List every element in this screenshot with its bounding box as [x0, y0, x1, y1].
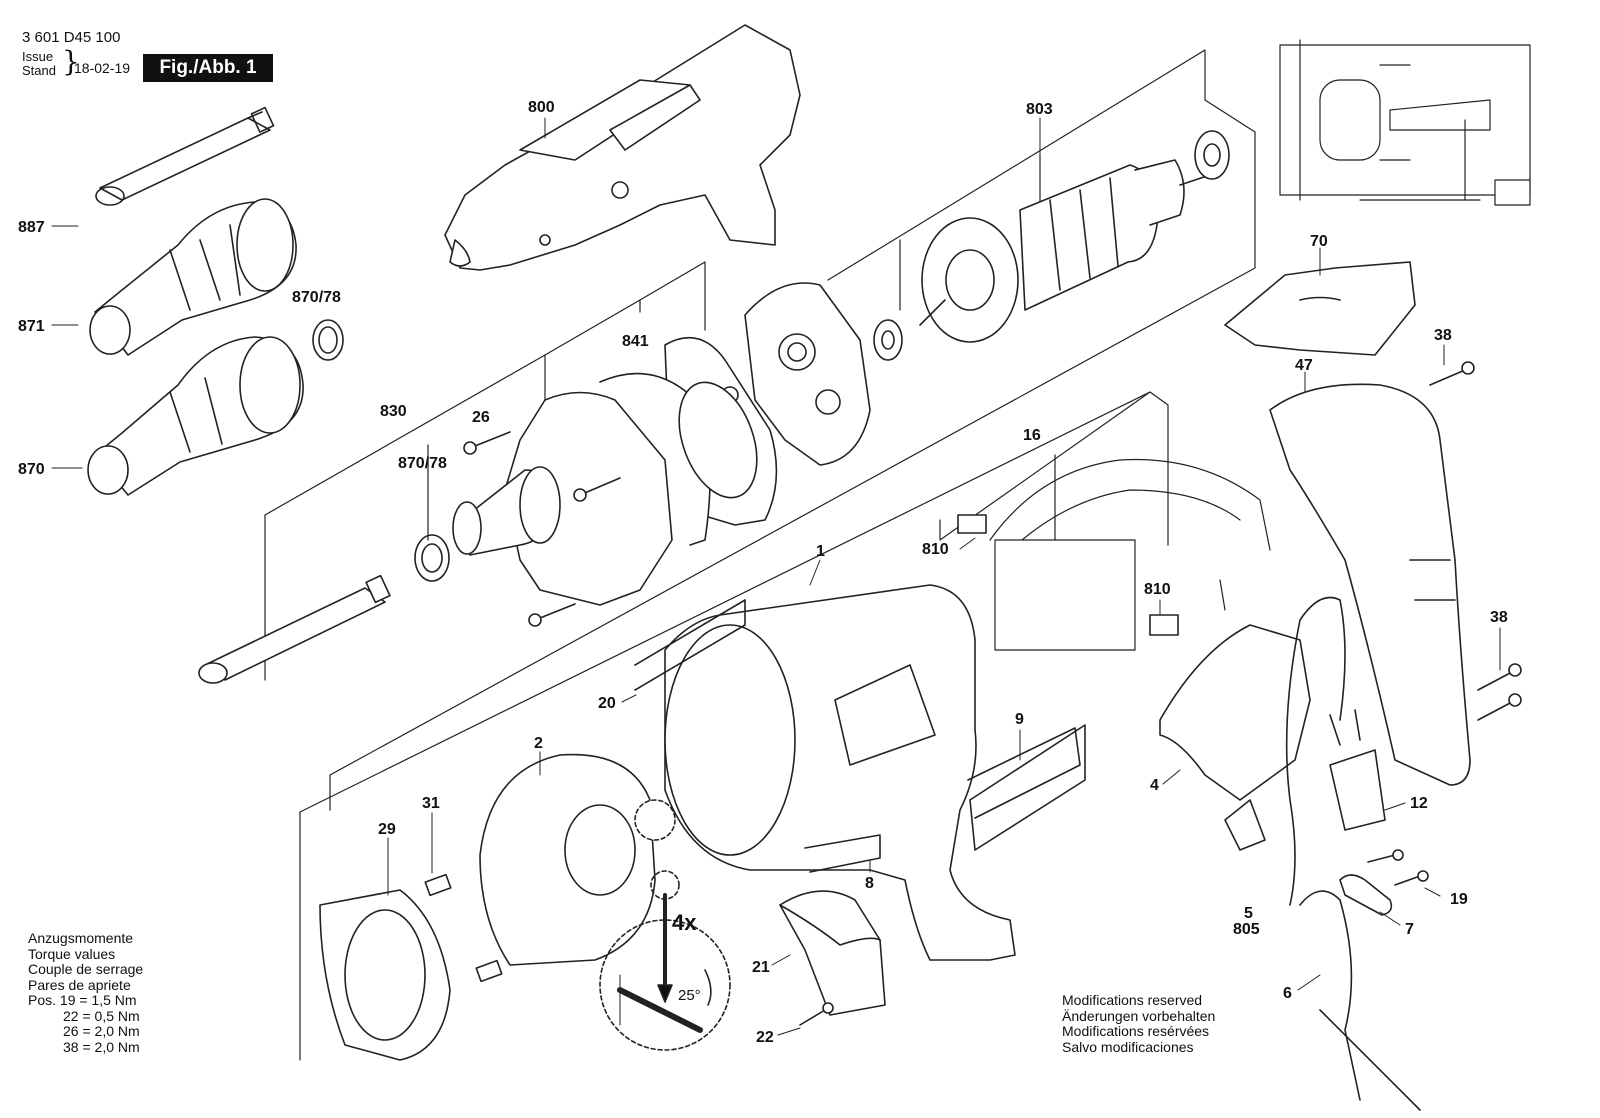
callout-47: 47	[1295, 357, 1313, 374]
callout-6: 6	[1283, 985, 1292, 1002]
callout-31: 31	[422, 795, 440, 812]
part-7-cable-clamp	[1339, 874, 1393, 916]
part-70-cover	[1224, 261, 1416, 356]
part-47-handle-half	[1269, 383, 1471, 786]
callout-labels: 800 803 887 871 870/78 870 841 830 26 87…	[18, 99, 1508, 1046]
issue-date: 18-02-19	[74, 60, 131, 76]
callout-1: 1	[816, 543, 825, 560]
callout-9: 9	[1015, 711, 1024, 728]
callout-38-top: 38	[1434, 327, 1452, 344]
inset-multiplier: 4x	[672, 910, 697, 935]
callout-20: 20	[598, 695, 616, 712]
callout-810-mid: 810	[1144, 581, 1171, 598]
callout-16: 16	[1023, 427, 1041, 444]
inset-angle: 25°	[678, 987, 701, 1004]
part-830-gear-housing	[452, 391, 673, 606]
part-31-pin	[424, 873, 503, 983]
callout-12: 12	[1410, 795, 1428, 812]
callout-2: 2	[534, 735, 543, 752]
modifications-line: Modifications resérvées	[1062, 1023, 1210, 1039]
part-12-capacitor	[1329, 709, 1386, 831]
issue-brace: }	[62, 45, 80, 78]
part-bearing-plate	[744, 282, 871, 466]
callout-38-mid: 38	[1490, 609, 1508, 626]
part-870-78-seal-mid	[414, 534, 450, 582]
callout-830: 830	[380, 403, 407, 420]
part-4-switch	[1159, 624, 1311, 851]
part-8-label	[804, 834, 881, 873]
callout-5: 5	[1244, 905, 1253, 922]
callout-870-78-mid: 870/78	[398, 455, 447, 472]
torque-value: 38 = 2,0 Nm	[63, 1038, 140, 1055]
part-21-cover	[779, 890, 886, 1016]
torque-note: Anzugsmomente Torque values Couple de se…	[28, 930, 144, 1055]
callout-29: 29	[378, 821, 396, 838]
modifications-line: Salvo modificaciones	[1062, 1038, 1194, 1055]
torque-value: 22 = 0,5 Nm	[63, 1007, 140, 1024]
part-871-depth-locator	[89, 198, 297, 356]
callout-887: 887	[18, 219, 45, 236]
part-38-screw	[1429, 361, 1522, 721]
part-1-motor-housing	[664, 584, 1086, 961]
modifications-line: Änderungen vorbehalten	[1062, 1007, 1216, 1024]
part-29-ring	[319, 889, 451, 1061]
inset-detail-circle	[599, 870, 731, 1051]
part-bearing-small	[873, 319, 903, 361]
callout-19: 19	[1450, 891, 1468, 908]
torque-line: Torque values	[28, 945, 116, 962]
part-810-brush	[957, 514, 1179, 636]
torque-line: Anzugsmomente	[28, 930, 134, 946]
part-19-screw	[1367, 849, 1429, 886]
callout-70: 70	[1310, 233, 1328, 250]
part-22-screw	[799, 1002, 834, 1026]
callout-805: 805	[1233, 921, 1260, 938]
callout-22: 22	[756, 1029, 774, 1046]
callout-26: 26	[472, 409, 490, 426]
callout-leaders	[51, 117, 1501, 1036]
issue-label-de: Stand	[22, 63, 56, 78]
callout-841: 841	[622, 333, 649, 350]
callout-7: 7	[1405, 921, 1414, 938]
part-bit-holder-lower	[198, 574, 391, 684]
figure-label: Fig./Abb. 1	[143, 54, 273, 82]
part-2-stator	[479, 753, 676, 966]
callout-870-78-top: 870/78	[292, 289, 341, 306]
callout-810-top: 810	[922, 541, 949, 558]
document-number: 3 601 D45 100	[22, 29, 121, 46]
torque-line: Couple de serrage	[28, 961, 144, 977]
torque-value: 26 = 2,0 Nm	[63, 1023, 140, 1039]
callout-800: 800	[528, 99, 555, 116]
callout-21: 21	[752, 959, 770, 976]
part-bearing-top	[1194, 130, 1230, 180]
issue-label-en: Issue	[22, 49, 54, 64]
part-6-power-cord	[1285, 596, 1421, 1111]
part-870-depth-locator	[87, 336, 304, 496]
torque-value: Pos. 19 = 1,5 Nm	[28, 992, 137, 1008]
modifications-line: Modifications reserved	[1062, 992, 1203, 1008]
part-803-armature	[919, 159, 1211, 343]
callout-4: 4	[1150, 777, 1159, 794]
part-9-label	[967, 727, 1081, 819]
torque-line: Pares de apriete	[28, 976, 131, 993]
issue-labels: Issue Stand	[22, 50, 56, 78]
part-26-screw	[463, 431, 621, 627]
part-16-wiring	[989, 458, 1271, 651]
wiring-diagram	[1279, 39, 1531, 206]
part-870-78-seal-top	[312, 319, 344, 361]
part-800-screw-attachment	[444, 24, 801, 271]
part-20-label	[634, 599, 746, 691]
callout-870: 870	[18, 461, 45, 478]
callout-803: 803	[1026, 101, 1053, 118]
callout-871: 871	[18, 318, 45, 335]
callout-8: 8	[865, 875, 874, 892]
part-887-bit-holder	[95, 106, 275, 206]
modifications-note: Modifications reserved Änderungen vorbeh…	[1062, 992, 1216, 1055]
